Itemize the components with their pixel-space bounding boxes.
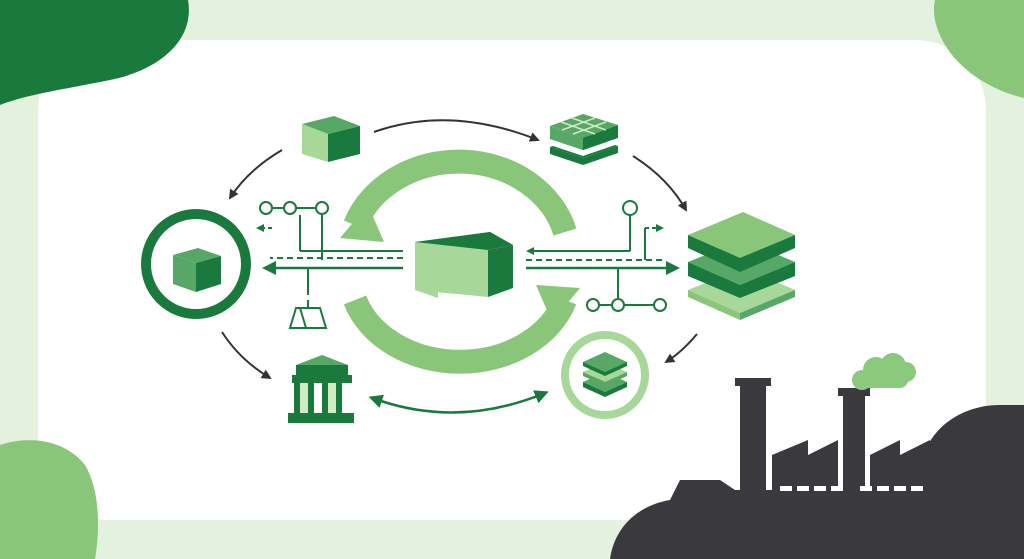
cube-in-circle-icon [141,209,251,319]
smoke-cloud [852,353,916,390]
circular-arrow-bottom-head [536,285,580,322]
layers-in-circle-icon [561,331,649,419]
circular-arrow-top-head [340,205,384,242]
circular-arrow-bottom-icon [343,295,577,374]
arrow-top-right [632,155,687,212]
factory-icon [610,378,1024,559]
flow-arrows [221,119,698,380]
connector-node [622,200,638,216]
cube-block-icon [415,232,513,298]
connector-lines-left [256,215,403,295]
arrow-bottom-left [221,331,272,380]
connector-lines-right [526,215,680,298]
arrow-bottom-right [664,333,698,364]
node-chain-icon [259,201,329,215]
arrow-top-left [228,149,283,200]
arrow-top [373,119,540,142]
layer-stack-icon [688,212,795,320]
corner-blob-top-right [933,0,1024,98]
corner-blob-top-left [0,0,189,105]
circular-arrow-top-icon [343,149,577,236]
weight-icon [288,300,328,329]
arrow-bottom-bidirectional [368,390,549,414]
grid-tile-icon [550,114,618,165]
cube-icon [302,116,360,162]
node-chain-icon [586,298,667,312]
corner-blob-bottom-left [0,440,98,559]
storage-tank-icon [288,355,354,423]
